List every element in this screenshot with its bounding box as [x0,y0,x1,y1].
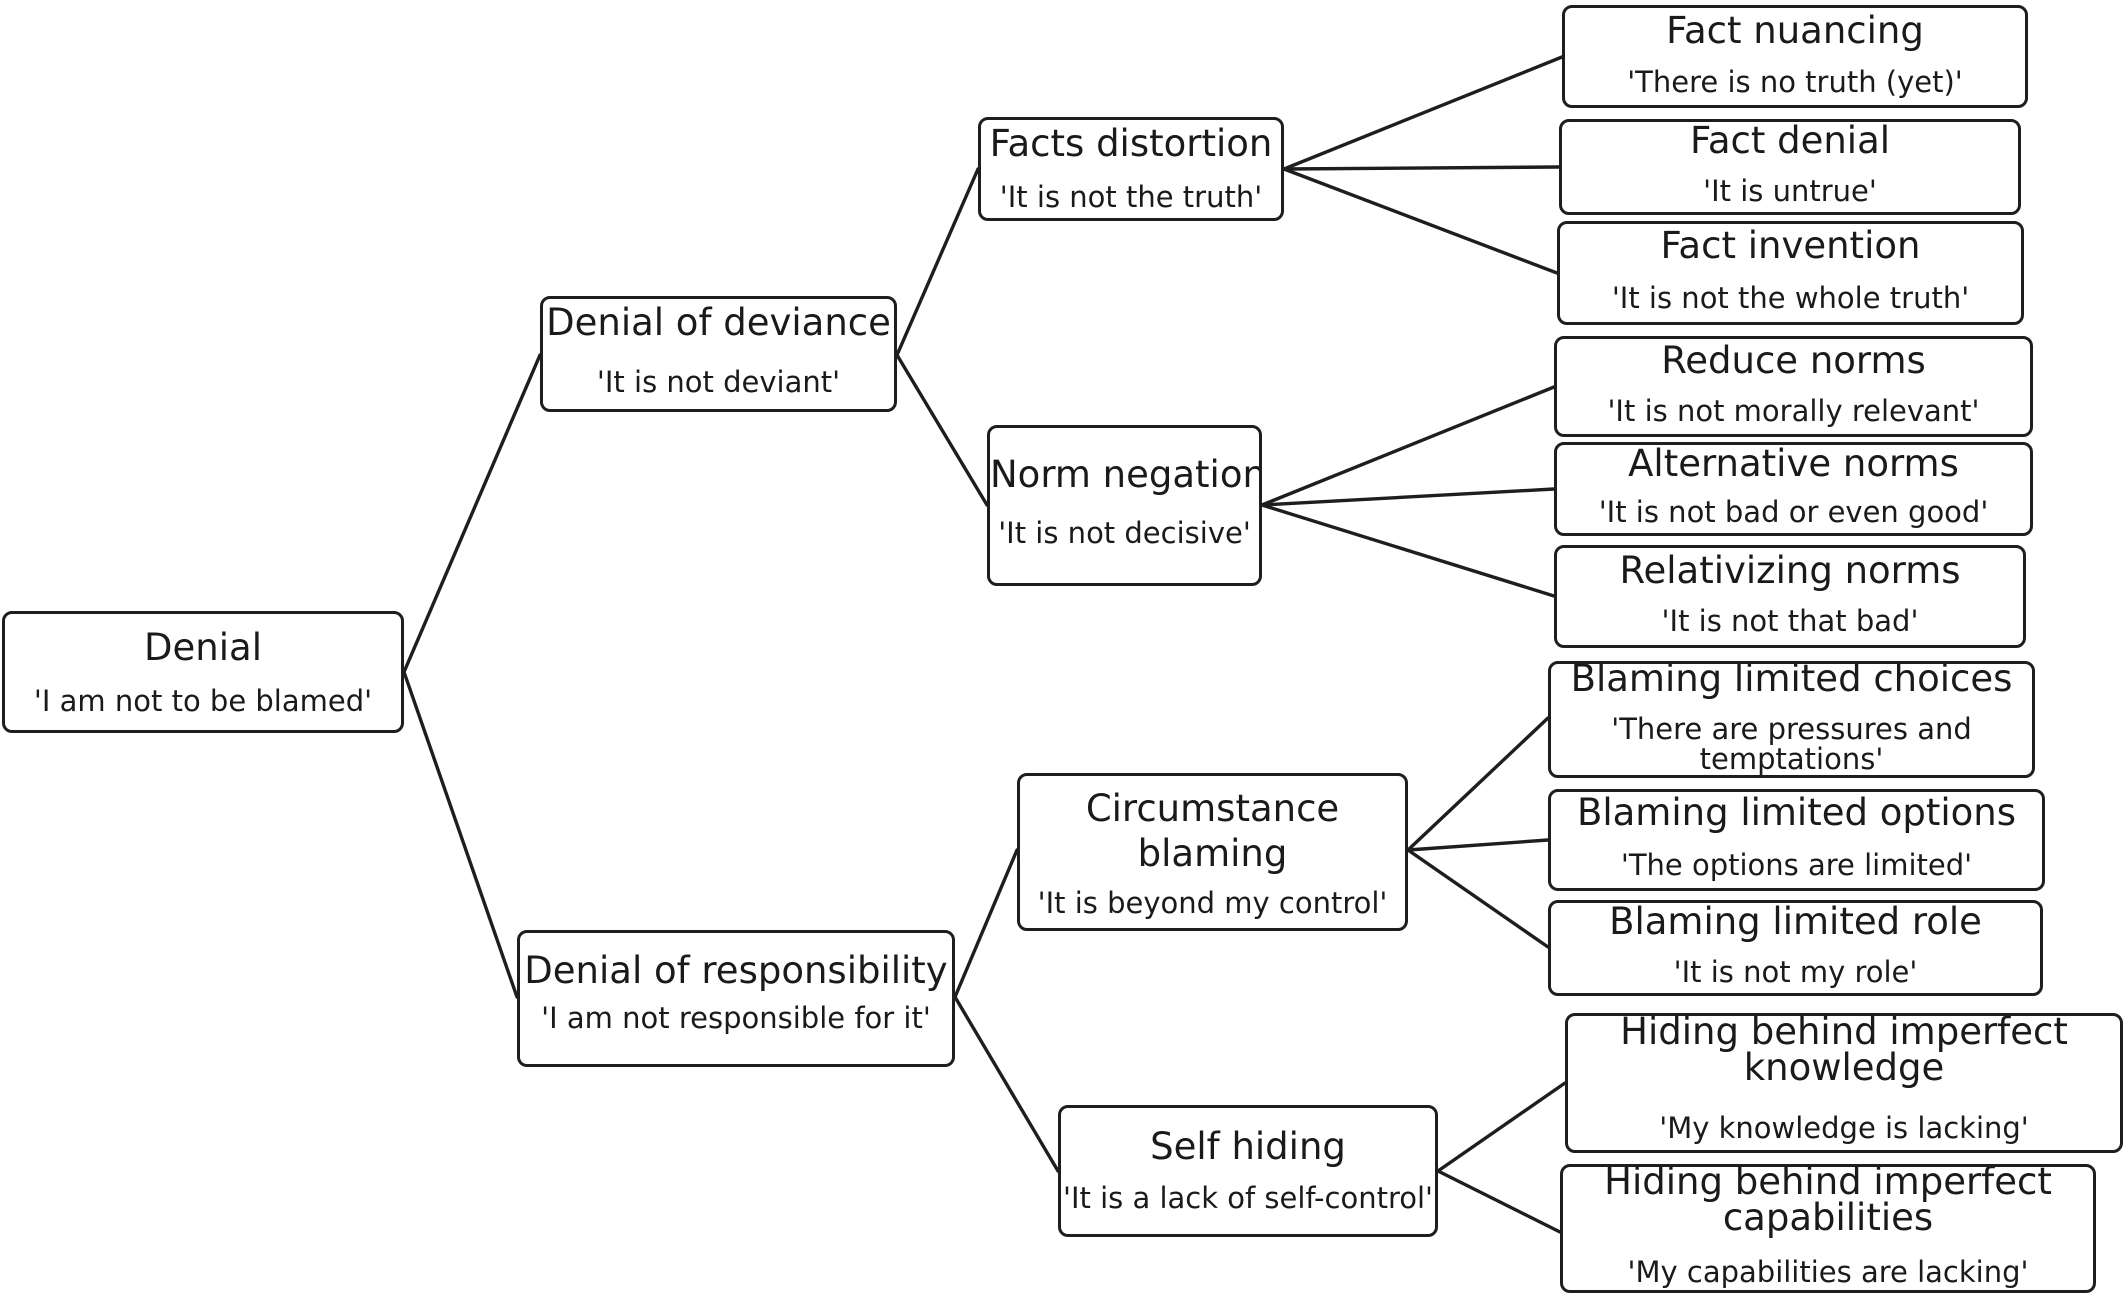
edge-circumstance-to-limited-choices [1406,716,1550,852]
node-subtitle: 'I am not to be blamed' [33,684,373,718]
edge-facts-distortion-to-fact-denial [1282,165,1561,171]
node-subtitle: 'It is untrue' [1703,174,1877,208]
node-denial-of-deviance: Denial of deviance 'It is not deviant' [540,296,897,412]
node-denial: Denial 'I am not to be blamed' [2,611,404,733]
edge-denial-to-deviance [402,353,542,674]
node-subtitle: 'It is not morally relevant' [1607,394,1980,428]
node-subtitle: 'The options are limited' [1620,848,1973,882]
node-title: Norm negation [990,453,1262,496]
node-title: Blaming limited choices [1570,661,2013,700]
edge-responsibility-to-self-hiding [953,995,1060,1173]
node-subtitle: 'I am not responsible for it' [541,1001,931,1035]
node-title: Relativizing norms [1619,549,1961,592]
edge-norm-negation-to-alternative-norms [1260,487,1556,507]
edge-deviance-to-norm-negation [895,353,989,507]
node-subtitle: 'It is beyond my control' [1037,886,1388,920]
node-fact-nuancing: Fact nuancing 'There is no truth (yet)' [1562,5,2028,108]
node-relativizing-norms: Relativizing norms 'It is not that bad' [1554,545,2026,648]
node-subtitle: 'My knowledge is lacking' [1659,1111,2029,1145]
node-subtitle: 'It is not the truth' [999,180,1263,214]
node-title: Blaming limited options [1576,791,2017,834]
edge-facts-distortion-to-fact-invention [1282,167,1559,275]
node-subtitle: 'It is a lack of self-control' [1062,1181,1434,1215]
node-hiding-imperfect-capabilities: Hiding behind imperfect capabilities 'My… [1560,1164,2096,1293]
node-title: Alternative norms [1628,442,1959,485]
edge-circumstance-to-limited-options [1406,838,1550,852]
edge-responsibility-to-circumstance [953,848,1019,999]
node-denial-of-responsibility: Denial of responsibility 'I am not respo… [517,930,955,1067]
node-subtitle: 'It is not my role' [1673,955,1918,989]
node-reduce-norms: Reduce norms 'It is not morally relevant… [1554,336,2033,437]
node-circumstance-blaming: Circumstance blaming 'It is beyond my co… [1017,773,1408,931]
node-blaming-limited-options: Blaming limited options 'The options are… [1548,789,2045,891]
node-norm-negation: Norm negation 'It is not decisive' [987,425,1262,586]
node-hiding-imperfect-knowledge: Hiding behind imperfect knowledge 'My kn… [1565,1013,2123,1153]
node-subtitle: 'It is not deviant' [596,365,841,399]
node-title: Hiding behind imperfect knowledge [1620,1013,2068,1089]
node-title: Blaming limited role [1609,900,1982,943]
node-subtitle: 'My capabilities are lacking' [1627,1255,2029,1289]
node-subtitle: 'It is not the whole truth' [1611,281,1970,315]
node-title: Circumstance blaming [1085,787,1340,875]
edge-self-hiding-to-imperfect-knowledge [1436,1081,1567,1173]
edge-denial-to-responsibility [402,670,519,999]
node-title: Facts distortion [989,122,1273,165]
node-title: Fact denial [1689,119,1891,162]
edge-self-hiding-to-imperfect-capabilities [1436,1169,1562,1234]
edge-norm-negation-to-relativizing-norms [1260,503,1556,598]
node-subtitle: 'It is not decisive' [998,516,1251,550]
node-title: Fact invention [1660,224,1921,267]
node-subtitle: 'There are pressures and temptations' [1611,712,1972,776]
edge-deviance-to-facts-distortion [895,167,980,357]
edge-circumstance-to-limited-role [1406,848,1550,949]
node-fact-invention: Fact invention 'It is not the whole trut… [1557,221,2024,325]
node-title: Denial of responsibility [524,949,948,992]
node-subtitle: 'There is no truth (yet)' [1627,65,1963,99]
node-blaming-limited-role: Blaming limited role 'It is not my role' [1548,900,2043,996]
node-title: Hiding behind imperfect capabilities [1604,1164,2052,1239]
node-title: Denial [144,626,262,669]
edge-facts-distortion-to-fact-nuancing [1282,55,1564,171]
node-title: Denial of deviance [546,301,891,344]
node-alternative-norms: Alternative norms 'It is not bad or even… [1554,442,2033,536]
node-facts-distortion: Facts distortion 'It is not the truth' [978,117,1284,221]
node-title: Fact nuancing [1666,9,1924,52]
node-title: Self hiding [1150,1125,1346,1168]
node-title: Reduce norms [1661,339,1926,382]
node-subtitle: 'It is not that bad' [1661,604,1919,638]
node-fact-denial: Fact denial 'It is untrue' [1559,119,2021,215]
node-blaming-limited-choices: Blaming limited choices 'There are press… [1548,661,2035,778]
node-self-hiding: Self hiding 'It is a lack of self-contro… [1058,1105,1438,1237]
node-subtitle: 'It is not bad or even good' [1598,495,1989,529]
edge-norm-negation-to-reduce-norms [1260,385,1556,507]
